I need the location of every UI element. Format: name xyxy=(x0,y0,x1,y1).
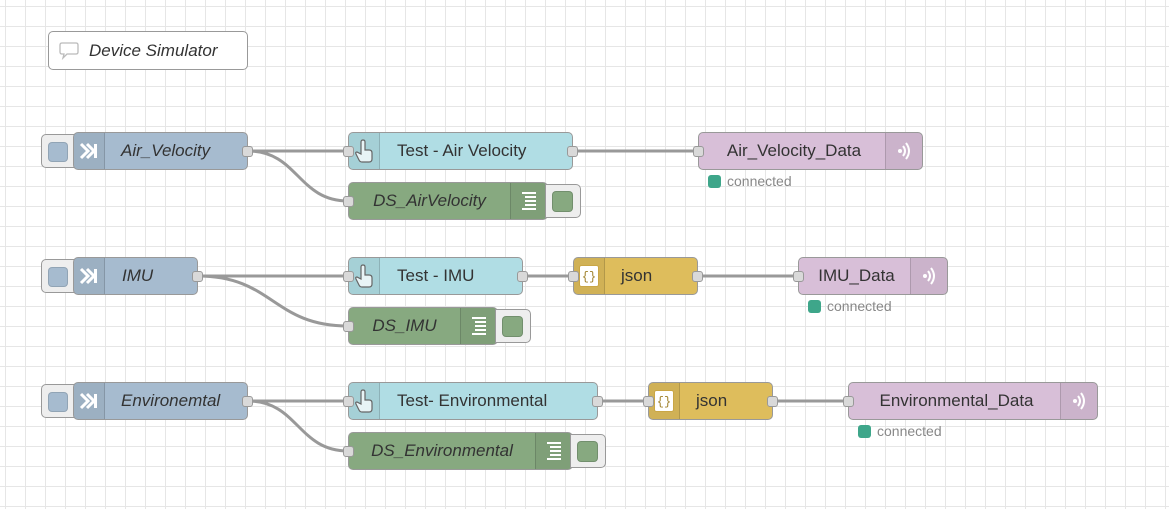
braces-icon: {} xyxy=(649,383,680,419)
status-dot xyxy=(858,424,871,438)
hand-icon xyxy=(349,383,380,419)
comment-icon xyxy=(49,41,89,60)
status-dot xyxy=(808,299,821,313)
arrow-in-icon xyxy=(74,133,105,169)
inject-button[interactable] xyxy=(41,134,77,168)
debug-node-ds-imu[interactable]: DS_IMU xyxy=(343,307,498,345)
hand-icon xyxy=(349,258,380,294)
output-port[interactable] xyxy=(192,271,203,282)
input-port[interactable] xyxy=(793,271,804,282)
node-label: Environmental_Data xyxy=(879,391,1034,410)
output-port[interactable] xyxy=(567,146,578,157)
inject-node-air-velocity[interactable]: Air_Velocity xyxy=(73,132,253,170)
json-node-environmental[interactable]: {} json xyxy=(643,382,778,420)
input-port[interactable] xyxy=(343,321,354,332)
broadcast-icon xyxy=(885,133,922,169)
json-node-imu[interactable]: {} json xyxy=(568,257,703,295)
debug-node-ds-environmental[interactable]: DS_Environmental xyxy=(343,432,573,470)
node-label: Test - IMU xyxy=(397,266,475,285)
list-icon xyxy=(535,433,572,469)
inject-node-environemtal[interactable]: Environemtal xyxy=(73,382,253,420)
debug-toggle-button[interactable] xyxy=(570,434,606,468)
output-port[interactable] xyxy=(592,396,603,407)
hand-icon xyxy=(349,133,380,169)
output-port[interactable] xyxy=(767,396,778,407)
input-port[interactable] xyxy=(643,396,654,407)
input-port[interactable] xyxy=(343,271,354,282)
input-port[interactable] xyxy=(343,446,354,457)
mqtt-out-node-imu-data[interactable]: IMU_Data xyxy=(793,257,948,295)
node-label: DS_IMU xyxy=(372,316,437,335)
debug-toggle-button[interactable] xyxy=(545,184,581,218)
output-port[interactable] xyxy=(517,271,528,282)
output-port[interactable] xyxy=(242,146,253,157)
wire xyxy=(247,149,349,203)
node-label: Air_Velocity_Data xyxy=(726,141,862,160)
test-node-imu[interactable]: Test - IMU xyxy=(343,257,528,295)
inject-button[interactable] xyxy=(41,259,77,293)
inject-node-imu[interactable]: IMU xyxy=(73,257,203,295)
input-port[interactable] xyxy=(343,196,354,207)
wire xyxy=(197,274,349,328)
input-port[interactable] xyxy=(843,396,854,407)
comment-label: Device Simulator xyxy=(89,40,218,60)
node-label: json xyxy=(621,266,653,285)
arrow-in-icon xyxy=(74,258,105,294)
braces-icon: {} xyxy=(574,258,605,294)
mqtt-out-node-air-velocity-data[interactable]: Air_Velocity_Data xyxy=(693,132,923,170)
test-node-environmental[interactable]: Test- Environmental xyxy=(343,382,603,420)
svg-text:{}: {} xyxy=(657,395,671,409)
input-port[interactable] xyxy=(343,396,354,407)
test-node-air-velocity[interactable]: Test - Air Velocity xyxy=(343,132,578,170)
list-icon xyxy=(510,183,547,219)
node-label: IMU xyxy=(122,266,154,285)
node-label: Test - Air Velocity xyxy=(397,141,527,160)
arrow-in-icon xyxy=(74,383,105,419)
mqtt-out-node-environmental-data[interactable]: Environmental_Data xyxy=(843,382,1098,420)
input-port[interactable] xyxy=(343,146,354,157)
wire xyxy=(247,399,349,453)
node-label: IMU_Data xyxy=(818,266,895,285)
debug-node-ds-airvelocity[interactable]: DS_AirVelocity xyxy=(343,182,548,220)
broadcast-icon xyxy=(1060,383,1097,419)
output-port[interactable] xyxy=(242,396,253,407)
status-dot xyxy=(708,174,721,188)
comment-node[interactable]: Device Simulator xyxy=(48,31,248,70)
output-port[interactable] xyxy=(692,271,703,282)
input-port[interactable] xyxy=(568,271,579,282)
node-label: DS_AirVelocity xyxy=(373,191,486,210)
node-label: Air_Velocity xyxy=(121,141,211,160)
node-label: Test- Environmental xyxy=(397,391,548,410)
input-port[interactable] xyxy=(693,146,704,157)
status-indicator: connected xyxy=(808,298,892,314)
node-label: DS_Environmental xyxy=(371,441,513,460)
broadcast-icon xyxy=(910,258,947,294)
status-indicator: connected xyxy=(858,423,942,439)
debug-toggle-button[interactable] xyxy=(495,309,531,343)
node-label: Environemtal xyxy=(121,391,221,410)
svg-text:{}: {} xyxy=(582,270,596,284)
status-text: connected xyxy=(827,298,892,314)
status-text: connected xyxy=(727,173,792,189)
status-text: connected xyxy=(877,423,942,439)
inject-button[interactable] xyxy=(41,384,77,418)
node-label: json xyxy=(696,391,728,410)
status-indicator: connected xyxy=(708,173,792,189)
list-icon xyxy=(460,308,497,344)
